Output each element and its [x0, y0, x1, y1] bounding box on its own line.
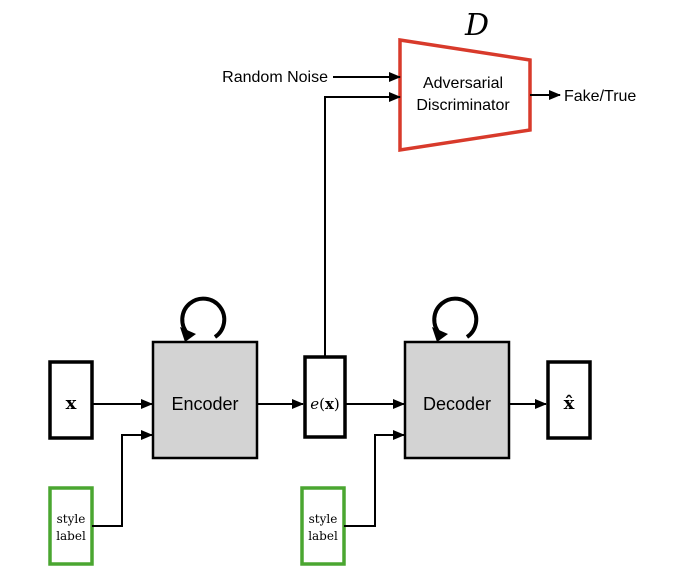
output-xhat-box	[546, 360, 592, 440]
discriminator-label-line1: Adversarial	[423, 75, 503, 92]
style-to-decoder-arrow	[344, 430, 405, 527]
style-to-encoder-arrow	[92, 430, 153, 527]
decoder-style-label-box	[300, 486, 346, 566]
encoder-style-label-line1: style	[57, 512, 86, 526]
input-x-box	[48, 360, 94, 440]
encoder-style-label-box	[48, 486, 94, 566]
latent-label: e(x)	[310, 395, 340, 413]
encoder-style-label-line2: label	[56, 529, 86, 543]
input-x-label: x	[66, 393, 77, 414]
encoder-loop-arrowhead	[180, 327, 196, 342]
encoder-label: Encoder	[171, 394, 238, 414]
latent-box	[303, 355, 347, 439]
latent-to-discriminator-arrow	[324, 92, 401, 357]
decoder-label: Decoder	[423, 394, 491, 414]
decoder-style-label-line2: label	[308, 529, 338, 543]
discriminator-label-line2: Discriminator	[416, 97, 510, 114]
decoder-loop-icon	[432, 296, 479, 339]
output-xhat-label: x̂	[564, 393, 575, 414]
encoder-loop-icon	[180, 296, 227, 339]
decoder-block	[403, 340, 511, 460]
random-noise-label: Random Noise	[222, 69, 328, 86]
encoder-block	[151, 340, 259, 460]
decoder-style-label-line1: style	[309, 512, 338, 526]
discriminator-block	[398, 37, 532, 153]
decoder-loop-arrowhead	[432, 327, 448, 342]
discriminator-symbol: D	[464, 8, 489, 43]
fake-true-label: Fake/True	[564, 88, 636, 105]
